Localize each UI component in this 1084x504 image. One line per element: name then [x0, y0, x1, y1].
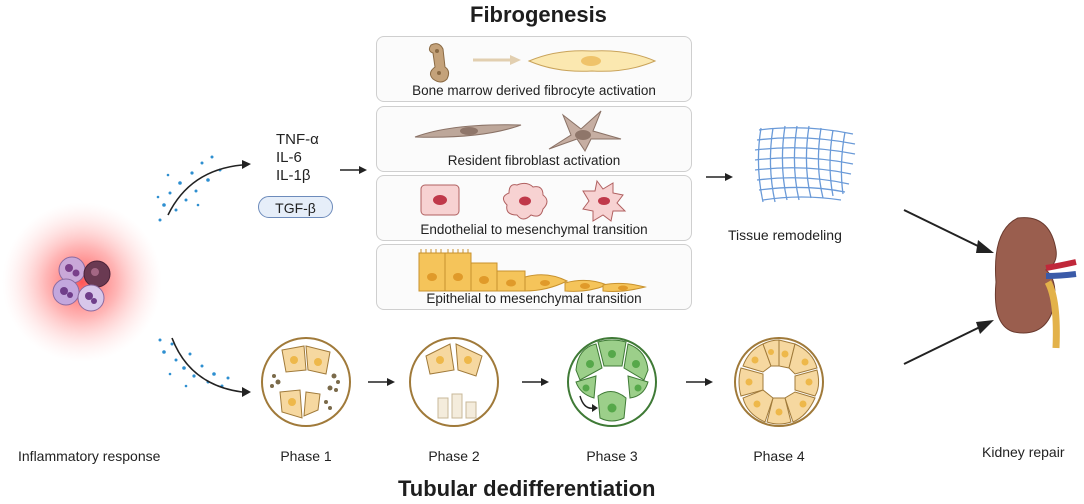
- cytokine-il1b: IL-1β: [276, 167, 311, 184]
- fibroblast-activated-icon: [548, 110, 622, 152]
- fibroblast-spindle-icon: [414, 124, 522, 138]
- fibrocyte-icon: [527, 50, 657, 72]
- arrow-phase1-2: [368, 378, 395, 386]
- fibrogenesis-title: Fibrogenesis: [470, 2, 607, 27]
- tubular-dedifferentiation-title: Tubular dedifferentiation: [398, 476, 656, 501]
- panel-endothelial: Endothelial to mesenchymal transition: [376, 175, 692, 241]
- phase4-label: Phase 4: [753, 448, 805, 464]
- cytokine-release-arrow: [156, 155, 251, 222]
- panel-fibroblast-caption: Resident fibroblast activation: [447, 153, 621, 168]
- panel-epithelial: Epithelial to mesenchymal transition: [376, 244, 692, 310]
- inflammatory-cells: [2, 202, 162, 362]
- immune-cell-icon: [52, 256, 111, 312]
- lower-release-arrow: [158, 337, 251, 397]
- arrow-phase-to-kidney: [903, 320, 994, 365]
- cytokine-il6: IL-6: [276, 149, 302, 166]
- arrow-phase3-4: [686, 378, 713, 386]
- endothelial-cells-icon: [420, 179, 627, 222]
- phase1-label: Phase 1: [280, 448, 332, 464]
- tissue-remodeling-label: Tissue remodeling: [728, 227, 842, 243]
- phase3-tubule-icon: [567, 337, 657, 427]
- panel-fibrocyte: Bone marrow derived fibrocyte activation: [376, 36, 692, 102]
- phase2-tubule-icon: [409, 337, 499, 427]
- arrow-to-remodeling: [706, 173, 733, 181]
- collagen-mesh-icon: [754, 125, 856, 203]
- arrow-remodeling-to-kidney: [903, 209, 994, 253]
- tgf-beta-badge: TGF-β: [258, 196, 333, 218]
- activation-arrow-icon: [473, 55, 521, 65]
- phase3-label: Phase 3: [586, 448, 638, 464]
- arrow-phase2-3: [522, 378, 549, 386]
- kidney-icon: [994, 217, 1077, 349]
- panel-epithelial-caption: Epithelial to mesenchymal transition: [426, 291, 642, 306]
- panel-resident-fibroblast: Resident fibroblast activation: [376, 106, 692, 172]
- bone-icon: [428, 43, 450, 83]
- kidney-repair-label: Kidney repair: [982, 444, 1065, 460]
- cytokine-tnf: TNF-α: [276, 131, 319, 148]
- panel-fibrocyte-caption: Bone marrow derived fibrocyte activation: [412, 83, 656, 98]
- phase1-tubule-icon: [261, 337, 351, 427]
- arrow-to-fibrogenesis: [340, 166, 367, 174]
- phase4-tubule-icon: [734, 337, 824, 427]
- epithelial-cells-icon: [418, 249, 647, 292]
- inflammatory-response-label: Inflammatory response: [18, 448, 161, 464]
- panel-endothelial-caption: Endothelial to mesenchymal transition: [420, 222, 648, 237]
- phase2-label: Phase 2: [428, 448, 480, 464]
